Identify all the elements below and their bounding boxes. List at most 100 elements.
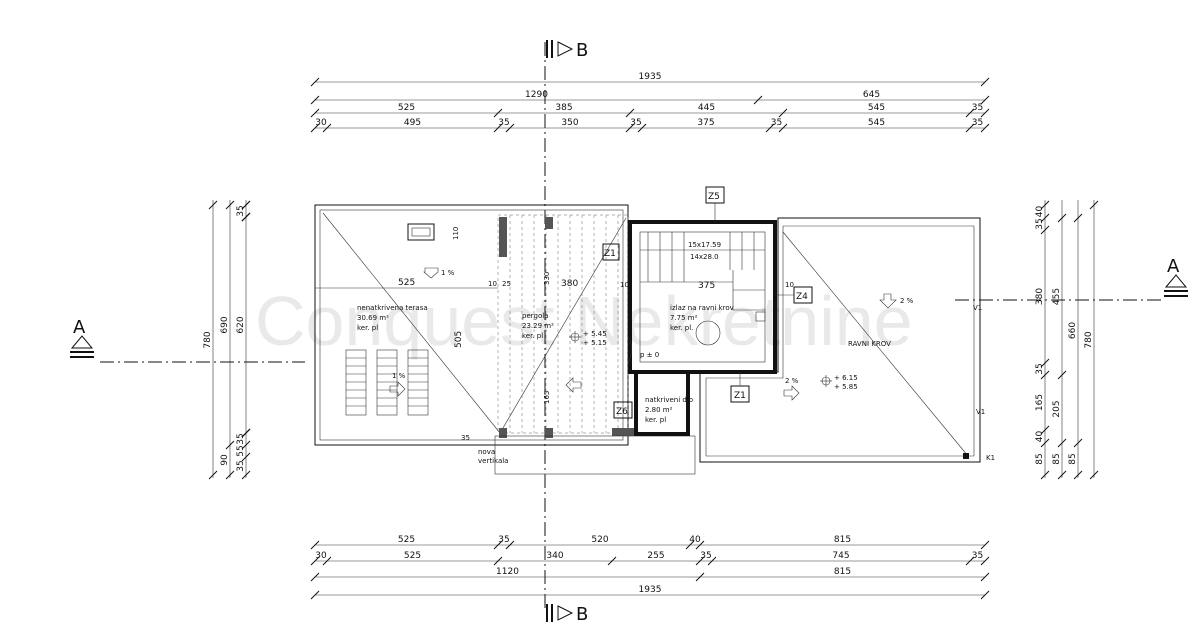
slope-label-3: 2 % <box>900 297 914 305</box>
dimension-tick <box>965 123 975 133</box>
dimension-tick <box>980 108 990 118</box>
dimension-tick <box>310 540 320 550</box>
dimension-label: 35 <box>700 551 711 561</box>
dimension-label: 40 <box>1035 206 1045 218</box>
svg-text:Z1: Z1 <box>604 249 616 259</box>
section-label-b-top: B <box>576 40 588 61</box>
dimension-label: 1935 <box>639 72 662 82</box>
dimension-label: 35 <box>498 535 509 545</box>
dimension-tick <box>625 123 635 133</box>
dimension-tick <box>1057 370 1067 380</box>
dimension-label: 40 <box>1035 431 1045 443</box>
dimension-tick <box>980 556 990 566</box>
covered-part <box>634 370 690 436</box>
svg-text:nova: nova <box>478 448 495 456</box>
dimension-tick <box>1040 470 1050 480</box>
section-mark-b-bottom: B <box>546 604 588 625</box>
dimension-tick <box>493 123 503 133</box>
dimension-tick <box>208 200 218 210</box>
dimension-label: 780 <box>1084 331 1094 348</box>
room-label-roof: RAVNI KROV <box>848 340 891 348</box>
dimension-label: 35 <box>630 118 641 128</box>
dimension-tick <box>980 77 990 87</box>
dimension-tick <box>322 123 332 133</box>
dimension-tick <box>980 572 990 582</box>
dimension-tick <box>241 428 251 438</box>
dimension-tick <box>241 470 251 480</box>
level-label-p0: p ± 0 <box>640 351 659 359</box>
tag-z5: Z5 <box>705 186 725 222</box>
dimension-tick <box>493 108 503 118</box>
plan-dim-25: 25 <box>502 280 511 288</box>
slope-label-2: 1 % <box>392 372 406 380</box>
level-markers <box>569 331 832 387</box>
dimension-tick <box>1040 213 1050 223</box>
dimension-label: 165 <box>1035 394 1045 411</box>
dimension-label: 35 <box>236 433 246 444</box>
dimension-tick <box>980 590 990 600</box>
dimension-tick <box>637 123 647 133</box>
tag-z1-top: Z1 <box>602 243 620 261</box>
room-label-exit: izlaz na ravni krov 7.75 m² ker. pl. <box>670 304 734 332</box>
svg-text:30.69 m²: 30.69 m² <box>357 314 389 322</box>
dimension-tick <box>505 540 515 550</box>
dimension-tick <box>778 108 788 118</box>
dimension-tick <box>310 556 320 566</box>
svg-text:14x28.0: 14x28.0 <box>690 253 719 261</box>
dimension-tick <box>225 440 235 450</box>
svg-text:nenatkrivena terasa: nenatkrivena terasa <box>357 304 428 312</box>
dimension-tick <box>707 556 717 566</box>
plan-dim-380: 380 <box>561 279 578 289</box>
dimension-tick <box>1040 200 1050 210</box>
plan-dim-35: 35 <box>461 434 470 442</box>
dimension-tick <box>1089 470 1099 480</box>
section-label-b-bottom: B <box>576 604 588 625</box>
dimension-tick <box>493 556 503 566</box>
dimension-label: 30 <box>315 551 327 561</box>
tag-z4: Z4 <box>775 286 813 304</box>
svg-text:23.29 m²: 23.29 m² <box>522 322 554 330</box>
dimension-label: 1120 <box>496 567 519 577</box>
dimension-tick <box>980 95 990 105</box>
dimension-label: 35 <box>1035 363 1045 374</box>
dimension-label: 375 <box>697 118 714 128</box>
plan-dim-375: 375 <box>698 281 715 291</box>
dimension-label: 35 <box>972 103 983 113</box>
dimension-tick <box>1057 438 1067 448</box>
dimension-label: 495 <box>404 118 421 128</box>
slope-arrows <box>389 267 897 401</box>
dimension-tick <box>1073 470 1083 480</box>
dimension-label: 815 <box>834 535 851 545</box>
dimension-tick <box>765 123 775 133</box>
dimension-label: 380 <box>1035 288 1045 305</box>
dimension-tick <box>625 108 635 118</box>
plan-dim-505: 505 <box>454 331 464 348</box>
dimension-tick <box>685 540 695 550</box>
plan-dim-330: 330 <box>543 272 551 285</box>
dimension-label: 85 <box>1052 453 1062 464</box>
mark-v1-b: V1 <box>976 408 985 416</box>
dimension-label: 525 <box>398 103 415 113</box>
dimension-tick <box>310 123 320 133</box>
dimension-label: 205 <box>1052 400 1062 417</box>
dimension-tick <box>1040 358 1050 368</box>
svg-text:ker. pl: ker. pl <box>522 332 543 340</box>
dimension-tick <box>1089 200 1099 210</box>
dimension-label: 745 <box>832 551 849 561</box>
section-label-a-left: A <box>73 317 86 338</box>
section-mark-a-left: A <box>70 317 94 358</box>
dimension-label: 455 <box>1052 288 1062 305</box>
dimension-tick <box>225 470 235 480</box>
dimension-tick <box>241 212 251 222</box>
dimension-tick <box>310 95 320 105</box>
dimension-tick <box>1057 470 1067 480</box>
mark-k1: K1 <box>986 454 995 462</box>
dimension-tick <box>980 540 990 550</box>
flat-roof-outline <box>699 217 981 463</box>
svg-text:vertikala: vertikala <box>478 457 508 465</box>
dimension-label: 445 <box>698 103 715 113</box>
pergola-area <box>494 214 696 475</box>
